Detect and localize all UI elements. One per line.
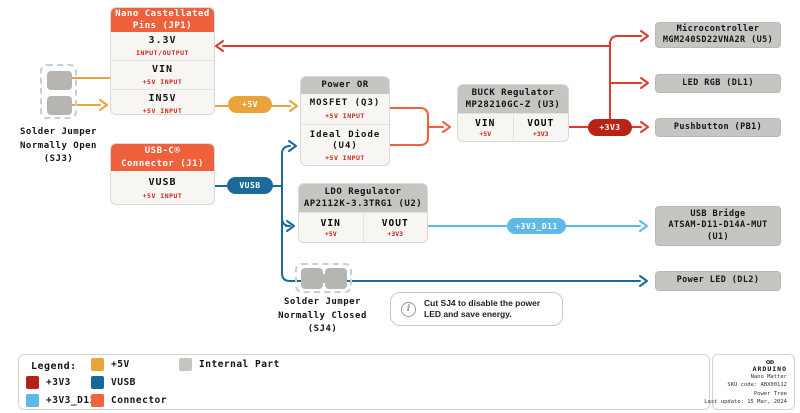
solder-jumper-sj3 xyxy=(40,64,77,119)
pin-vin: VIN +5V xyxy=(299,213,363,242)
block-microcontroller: Microcontroller MGM240SD22VNA2R (U5) xyxy=(655,22,781,48)
pin-label: 3.3V xyxy=(148,34,177,46)
last-updated: Last update: 15 Mar, 2024 xyxy=(704,398,787,405)
legend-item-connector: Connector xyxy=(91,394,167,407)
block-header: Power OR xyxy=(301,77,389,94)
pin-row-vusb: VUSB +5V INPUT xyxy=(111,171,214,204)
pin-label: IN5V xyxy=(148,92,177,104)
solder-jumper-sj4 xyxy=(295,263,352,293)
block-ldo-regulator: LDO Regulator AP2112K-3.3TRG1 (U2) VIN +… xyxy=(298,183,428,243)
pin-row-mosfet: MOSFET (Q3) +5V INPUT xyxy=(301,94,389,124)
legend-panel: Legend: +3V3 +3V3_D11 +5V VUSB Connector… xyxy=(18,354,710,410)
pin-label: Ideal Diode (U4) xyxy=(309,129,381,151)
pin-row-in5v: IN5V +5V INPUT xyxy=(111,89,214,115)
legend-title: Legend: xyxy=(31,361,77,372)
net-pill-5v: +5V xyxy=(228,96,272,113)
pin-vout: VOUT +3V3 xyxy=(512,114,569,141)
legend-swatch xyxy=(26,394,39,407)
pin-sublabel: +3V3 xyxy=(532,130,549,138)
pin-sublabel: +5V xyxy=(479,130,492,138)
legend-item-vusb: VUSB xyxy=(91,376,136,389)
jumper-bridge xyxy=(319,274,329,283)
net-pill-vusb: VUSB xyxy=(227,177,273,194)
block-header: Nano Castellated Pins (JP1) xyxy=(111,8,214,32)
net-pill-3v3-d11: +3V3_D11 xyxy=(507,218,566,234)
block-usb-bridge: USB Bridge ATSAM-D11-D14A-MUT (U1) xyxy=(655,206,781,246)
block-led-rgb: LED RGB (DL1) xyxy=(655,74,781,93)
pin-columns: VIN +5V VOUT +3V3 xyxy=(458,113,569,141)
document-title: Power Tree xyxy=(753,390,787,397)
note-box: i Cut SJ4 to disable the power LED and s… xyxy=(390,292,563,326)
block-header: BUCK Regulator MP28210GC-Z (U3) xyxy=(458,85,568,113)
wire-3v3 xyxy=(215,30,649,133)
legend-item-3v3-d11: +3V3_D11 xyxy=(26,394,96,407)
pin-sublabel: +5V xyxy=(324,230,337,238)
legend-swatch xyxy=(179,358,192,371)
pin-label: VUSB xyxy=(148,177,177,189)
block-nano-castellated-pins: Nano Castellated Pins (JP1) 3.3V INPUT/O… xyxy=(110,7,215,115)
net-pill-3v3: +3V3 xyxy=(588,119,632,136)
pin-label: VIN xyxy=(151,63,174,75)
legend-label: VUSB xyxy=(111,377,136,388)
block-header: USB-C® Connector (J1) xyxy=(111,144,214,171)
wire-power-or-to-buck xyxy=(389,107,451,146)
pin-label: VIN xyxy=(475,118,496,129)
pin-label: VOUT xyxy=(527,118,555,129)
legend-swatch xyxy=(91,394,104,407)
block-buck-regulator: BUCK Regulator MP28210GC-Z (U3) VIN +5V … xyxy=(457,84,569,142)
block-usbc-connector: USB-C® Connector (J1) VUSB +5V INPUT xyxy=(110,143,215,205)
pin-row-ideal-diode: Ideal Diode (U4) +5V INPUT xyxy=(301,124,389,165)
jumper-pad xyxy=(301,268,323,289)
pin-row-vin: VIN +5V INPUT xyxy=(111,60,214,89)
legend-label: +3V3 xyxy=(46,377,71,388)
pin-sublabel: +5V INPUT xyxy=(325,111,365,120)
pin-sublabel: +5V INPUT xyxy=(142,107,183,115)
block-header: LDO Regulator AP2112K-3.3TRG1 (U2) xyxy=(299,184,427,212)
sku-code: SKU code: ABX00112 xyxy=(727,382,787,389)
pin-columns: VIN +5V VOUT +3V3 xyxy=(299,212,428,242)
jumper-pad xyxy=(325,268,347,289)
legend-label: +5V xyxy=(111,359,130,370)
pin-sublabel: +3V3 xyxy=(387,230,404,238)
arduino-logo-icon xyxy=(766,360,774,364)
legend-item-5v: +5V xyxy=(91,358,130,371)
pin-vout: VOUT +3V3 xyxy=(362,213,428,242)
info-icon: i xyxy=(401,301,416,317)
jumper-pad xyxy=(47,71,72,90)
wire-layer xyxy=(70,30,649,287)
legend-item-internal-part: Internal Part xyxy=(179,358,280,371)
note-text: Cut SJ4 to disable the power LED and sav… xyxy=(424,297,541,319)
brand-name: ARDUINO xyxy=(752,365,787,373)
pin-sublabel: +5V INPUT xyxy=(142,78,183,87)
legend-swatch xyxy=(91,376,104,389)
jumper-pad xyxy=(47,96,72,115)
legend-item-3v3: +3V3 xyxy=(26,376,71,389)
pin-label: VOUT xyxy=(381,218,409,229)
pin-row-3v3: 3.3V INPUT/OUTPUT xyxy=(111,32,214,60)
block-power-or: Power OR MOSFET (Q3) +5V INPUT Ideal Dio… xyxy=(300,76,390,166)
sj3-label: Solder Jumper Normally Open (SJ3) xyxy=(20,127,97,164)
pin-vin: VIN +5V xyxy=(458,114,513,141)
wire-vusb xyxy=(214,140,648,287)
pin-label: VIN xyxy=(320,218,341,229)
pin-sublabel: +5V INPUT xyxy=(325,154,365,163)
legend-label: Internal Part xyxy=(199,359,280,370)
legend-swatch xyxy=(26,376,39,389)
block-pushbutton: Pushbutton (PB1) xyxy=(655,118,781,137)
legend-label: Connector xyxy=(111,395,167,406)
pin-sublabel: +5V INPUT xyxy=(142,191,183,200)
pin-label: MOSFET (Q3) xyxy=(309,98,381,109)
product-name: Nano Matter xyxy=(750,374,787,380)
legend-label: +3V3_D11 xyxy=(46,395,96,406)
legend-swatch xyxy=(91,358,104,371)
block-power-led: Power LED (DL2) xyxy=(655,271,781,291)
title-block: ARDUINO Nano Matter SKU code: ABX00112 P… xyxy=(704,354,795,410)
sj4-label: Solder Jumper Normally Closed (SJ4) xyxy=(278,297,367,334)
pin-sublabel: INPUT/OUTPUT xyxy=(136,49,189,58)
